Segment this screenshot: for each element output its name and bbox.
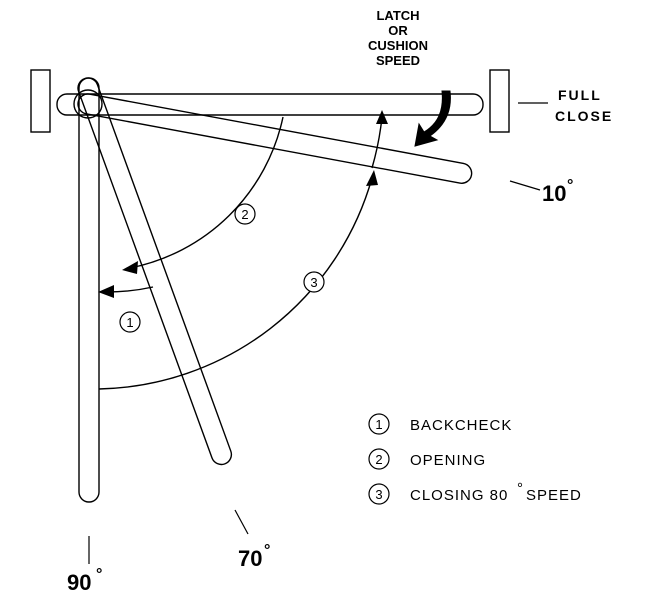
latch-label-line2: OR — [388, 23, 408, 38]
marker-1: 1 — [119, 311, 141, 333]
closing-arc — [98, 177, 373, 390]
svg-text:OPENING: OPENING — [410, 452, 486, 469]
full-label: FULL — [558, 87, 602, 103]
legend-item-backcheck: 1 BACKCHECK — [368, 413, 512, 435]
latch-label-line1: LATCH — [376, 8, 419, 23]
svg-text:BACKCHECK: BACKCHECK — [410, 417, 512, 434]
angle-90-label: 90 — [67, 570, 91, 595]
opening-arc — [129, 116, 284, 269]
latch-arc — [371, 116, 383, 169]
door-10-position — [77, 93, 473, 184]
close-label: CLOSE — [555, 108, 613, 124]
latch-speed-arrow — [414, 90, 451, 147]
svg-text:°: ° — [517, 480, 524, 497]
angle-90-degree: ° — [96, 566, 102, 583]
svg-text:1: 1 — [375, 417, 382, 432]
door-90-position — [78, 77, 100, 503]
angle-10-degree: ° — [567, 177, 573, 194]
legend-item-closing: 3 CLOSING 80 ° SPEED — [368, 480, 582, 505]
svg-text:3: 3 — [375, 487, 382, 502]
door-closed-position — [56, 93, 484, 116]
svg-text:2: 2 — [241, 207, 248, 222]
left-door-stop — [30, 69, 51, 133]
svg-text:1: 1 — [126, 315, 133, 330]
marker-2: 2 — [234, 203, 256, 225]
legend-item-opening: 2 OPENING — [368, 448, 486, 470]
svg-text:CLOSING 80: CLOSING 80 — [410, 487, 508, 504]
angle-10-label: 10 — [542, 181, 566, 206]
right-door-stop — [489, 69, 510, 133]
hinge-circle — [73, 89, 103, 119]
legend: 1 BACKCHECK 2 OPENING 3 CLOSING 80 ° SPE… — [368, 413, 582, 505]
latch-label-line4: SPEED — [376, 53, 420, 68]
latch-label-line3: CUSHION — [368, 38, 428, 53]
marker-3: 3 — [303, 271, 325, 293]
angle-70-label: 70 — [238, 546, 262, 571]
leader-10 — [509, 180, 541, 191]
opening-arrowhead — [122, 261, 138, 274]
closing-arrowhead — [366, 170, 378, 186]
svg-text:SPEED: SPEED — [526, 487, 582, 504]
backcheck-arrowhead — [98, 285, 114, 298]
latch-arrowhead — [376, 110, 388, 124]
leader-70 — [234, 509, 249, 535]
svg-text:3: 3 — [310, 275, 317, 290]
svg-text:2: 2 — [375, 452, 382, 467]
angle-70-degree: ° — [264, 542, 270, 559]
door-70-position — [77, 77, 233, 466]
